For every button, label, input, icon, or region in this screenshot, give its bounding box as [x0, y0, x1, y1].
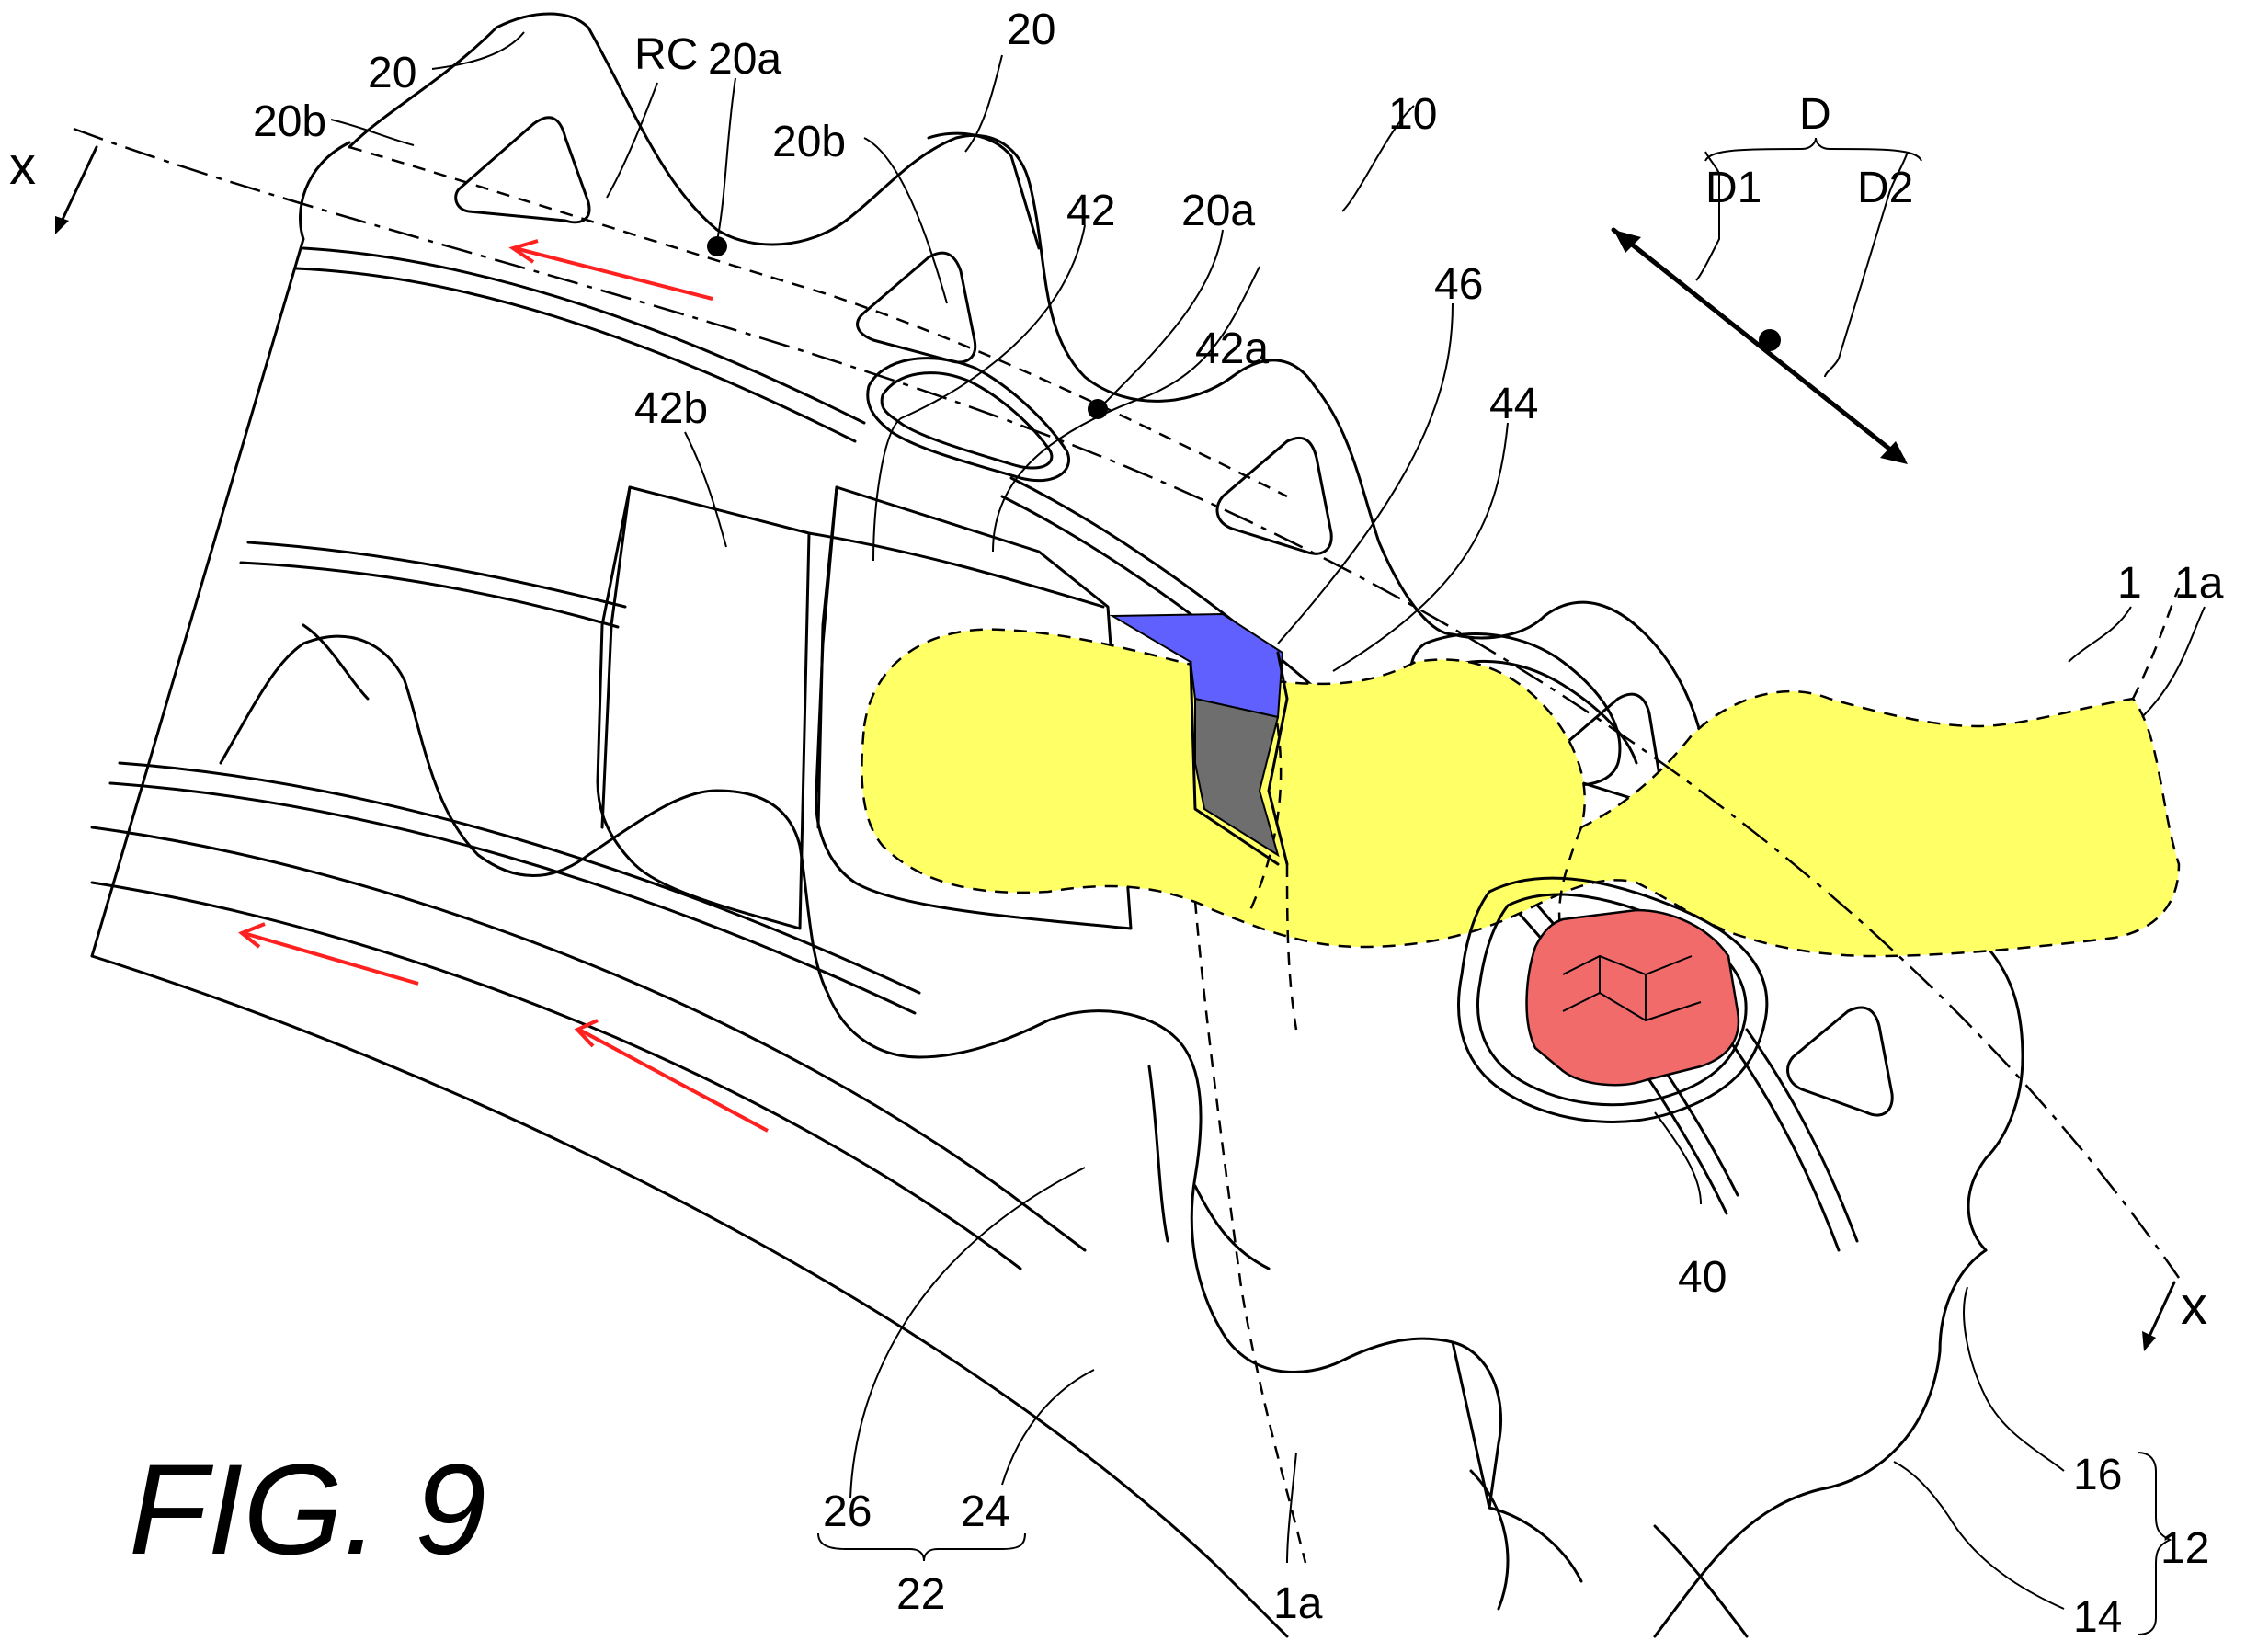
label-x-top: x — [9, 136, 36, 196]
label-d1: D1 — [1705, 164, 1761, 212]
tooth-plates — [596, 485, 1638, 930]
label-16: 16 — [2073, 1451, 2122, 1499]
centerlines — [73, 127, 2181, 1564]
direction-d — [1611, 137, 1922, 464]
label-20-left: 20 — [368, 49, 416, 97]
point-20a-1 — [707, 236, 727, 256]
label-rc: RC — [634, 30, 698, 79]
label-22: 22 — [896, 1570, 945, 1619]
rotation-arrows — [238, 239, 769, 1133]
label-42: 42 — [1066, 187, 1115, 235]
rc-line — [348, 145, 1288, 498]
section-markers — [55, 145, 2176, 1351]
label-24: 24 — [961, 1487, 1009, 1536]
label-10: 10 — [1388, 90, 1437, 139]
label-20b-right: 20b — [772, 118, 846, 166]
label-20a-left: 20a — [708, 35, 781, 84]
pin-head — [1525, 908, 1740, 1087]
label-46: 46 — [1434, 260, 1483, 309]
label-20a-right: 20a — [1181, 187, 1255, 235]
label-42a: 42a — [1195, 325, 1269, 373]
pin-40 — [1457, 876, 1769, 1123]
label-42b: 42b — [634, 384, 708, 433]
brackets — [817, 1452, 2172, 1635]
label-1: 1 — [2117, 559, 2142, 608]
label-26: 26 — [823, 1487, 872, 1536]
surface-46 — [1109, 612, 1289, 866]
figure-title: FIG. 9 — [129, 1437, 486, 1581]
leader-lines — [330, 31, 2206, 1610]
label-d2: D2 — [1857, 164, 1913, 212]
label-44: 44 — [1489, 380, 1538, 428]
label-20-right: 20 — [1007, 6, 1055, 54]
label-1a-top: 1a — [2174, 559, 2224, 608]
label-x-bottom: x — [2181, 1276, 2207, 1336]
label-d: D — [1799, 90, 1831, 139]
labels: x x 20 20 RC 20a 20a 20b 20b 10 D D1 D2 … — [9, 6, 2224, 1642]
gray-surface — [1194, 697, 1280, 858]
label-1a-bottom: 1a — [1273, 1579, 1323, 1628]
chain-roller-region — [861, 628, 2181, 958]
label-40: 40 — [1678, 1253, 1727, 1302]
bottom-teeth-22 — [219, 623, 1749, 1638]
label-20b-left: 20b — [253, 97, 326, 146]
label-14: 14 — [2073, 1593, 2122, 1642]
label-12: 12 — [2160, 1524, 2209, 1573]
